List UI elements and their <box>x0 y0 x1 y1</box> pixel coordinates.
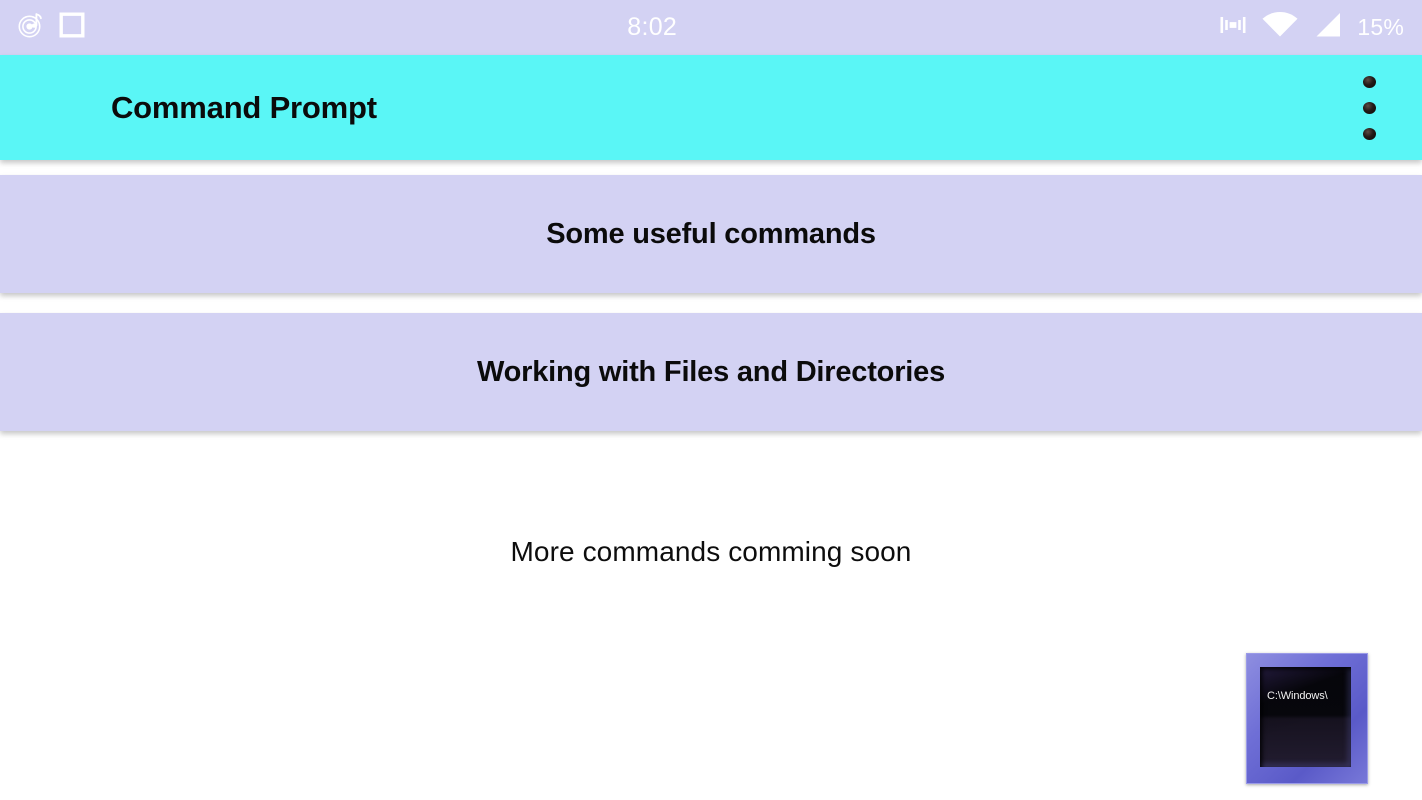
overflow-dot-icon <box>1362 127 1376 140</box>
app-bar: Command Prompt <box>0 55 1422 160</box>
list-item-working-with-files-and-directories[interactable]: Working with Files and Directories <box>0 313 1422 431</box>
card-label: Some useful commands <box>546 217 876 250</box>
overflow-dot-icon <box>1362 101 1376 114</box>
overflow-menu-button[interactable] <box>1358 73 1380 143</box>
cell-signal-icon <box>1312 11 1344 44</box>
card-label: Working with Files and Directories <box>476 355 946 388</box>
command-prompt-screen: C:\Windows\ <box>1260 667 1351 767</box>
command-prompt-path-text: C:\Windows\ <box>1267 690 1328 702</box>
clock: 8:02 <box>627 13 678 41</box>
square-outline-icon <box>58 11 86 44</box>
status-bar-notifications <box>16 10 86 45</box>
vibrate-icon <box>1218 11 1248 44</box>
list-item-some-useful-commands[interactable]: Some useful commands <box>0 175 1422 293</box>
battery-percentage: 15% <box>1357 14 1404 40</box>
status-bar-system-icons: 15% <box>1218 11 1404 44</box>
command-prompt-icon: C:\Windows\ <box>1246 653 1368 784</box>
wifi-icon <box>1261 11 1299 44</box>
page-title: Command Prompt <box>111 89 377 125</box>
overflow-dot-icon <box>1362 75 1376 88</box>
status-bar: 8:02 15% <box>0 0 1422 55</box>
music-note-disc-icon <box>16 10 46 45</box>
coming-soon-text: More commands comming soon <box>510 536 912 567</box>
status-bar-clock-wrap: 8:02 <box>86 13 1218 42</box>
